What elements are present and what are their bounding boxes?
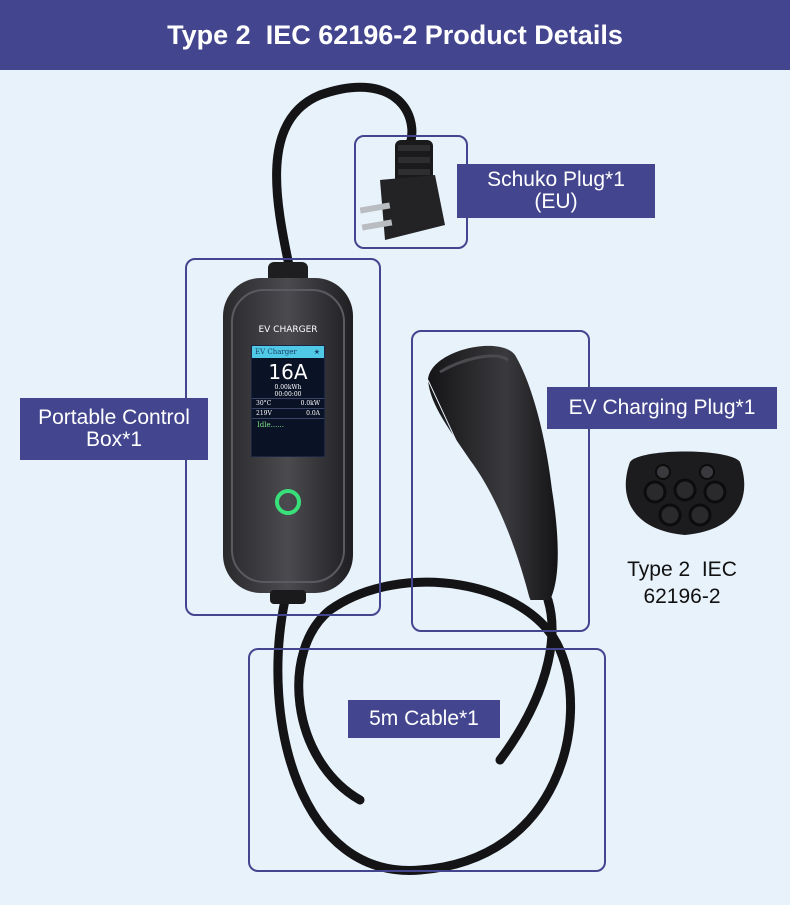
coiled-cable — [273, 577, 576, 875]
schuko-plug-label-line1: Schuko Plug*1 — [487, 168, 625, 191]
lcd-header: EV Charger ★ — [252, 346, 324, 358]
cable-frame — [248, 648, 606, 872]
upper-cable — [272, 82, 417, 275]
plug-cable — [495, 595, 557, 765]
schuko-plug-label-line2: (EU) — [534, 190, 578, 213]
lcd-power: 0.0kW — [300, 400, 320, 407]
lcd-amps: 0.0A — [306, 410, 320, 417]
connector-caption: Type 2 IEC 62196-2 — [607, 556, 757, 610]
lcd-temperature: 30°C — [256, 400, 272, 407]
control-box-label-line2: Box*1 — [85, 428, 143, 451]
header-banner: Type 2 IEC 62196-2 Product Details — [0, 0, 790, 70]
lcd-current-value: 16A — [268, 360, 308, 384]
type2-connector-illustration — [625, 451, 745, 535]
lcd-status: Idle...... — [252, 418, 324, 431]
schuko-plug-label: Schuko Plug*1 (EU) — [457, 164, 655, 218]
page-title: Type 2 IEC 62196-2 Product Details — [167, 19, 623, 50]
control-box-label: Portable Control Box*1 — [20, 398, 208, 460]
cable-label-line1: 5m Cable*1 — [369, 707, 479, 730]
lcd-header-text: EV Charger — [255, 348, 297, 356]
lcd-time: 00:00:00 — [274, 391, 302, 398]
schuko-plug-illustration — [359, 140, 445, 240]
control-box-frame — [185, 258, 381, 616]
lcd-row-voltage-amps: 219V 0.0A — [252, 408, 324, 418]
cable-label: 5m Cable*1 — [348, 700, 500, 738]
lcd-energy: 0.00kWh — [274, 384, 302, 391]
power-button-ring — [275, 489, 301, 515]
device-brand-label: EV CHARGER — [258, 325, 318, 335]
ev-charging-plug-illustration — [427, 345, 558, 601]
ev-plug-label: EV Charging Plug*1 — [547, 387, 777, 429]
connector-caption-line1: Type 2 IEC — [627, 558, 737, 581]
ev-plug-label-line1: EV Charging Plug*1 — [568, 396, 756, 419]
connector-caption-line2: 62196-2 — [643, 585, 721, 608]
ev-plug-frame — [411, 330, 590, 632]
device-lcd-screen: EV Charger ★ 16A 0.00kWh 00:00:00 30°C 0… — [251, 345, 325, 457]
lcd-row-temp-power: 30°C 0.0kW — [252, 398, 324, 408]
star-icon: ★ — [313, 348, 320, 356]
control-box-label-line1: Portable Control — [38, 406, 190, 429]
schuko-plug-frame — [354, 135, 468, 249]
lcd-voltage: 219V — [256, 410, 272, 417]
